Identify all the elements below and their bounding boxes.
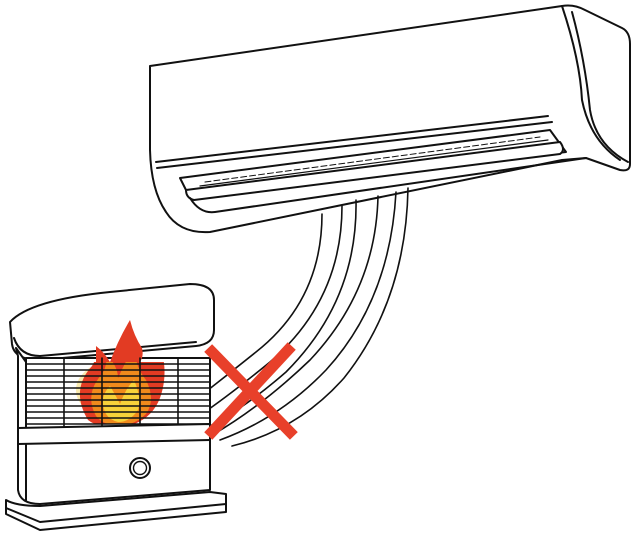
ac-body (149, 4, 631, 234)
heater-lower-cabinet (17, 423, 211, 505)
ac-louver (185, 141, 564, 201)
ac-panel-lower-line-2 (155, 115, 549, 163)
heater-lower-seam (17, 439, 211, 445)
heater-base-bottom (5, 503, 227, 531)
ac-louver-inner (199, 139, 549, 187)
cross-mark-icon (204, 342, 298, 440)
ac-panel-lower-line (156, 121, 553, 169)
ac-louver-inner-2 (204, 136, 541, 183)
ac-side-seam (571, 11, 629, 163)
ac-front-top-edge (561, 5, 621, 161)
heater-top-front (13, 337, 197, 357)
ac-bottom-plate (189, 157, 587, 214)
heater-base (5, 491, 227, 523)
heater-grille-bars (25, 363, 211, 425)
heater (5, 283, 227, 531)
flame-tip (96, 320, 143, 362)
heater-grille-posts (63, 357, 179, 429)
heater-knob-inner (132, 460, 148, 476)
air-conditioner (149, 4, 631, 234)
